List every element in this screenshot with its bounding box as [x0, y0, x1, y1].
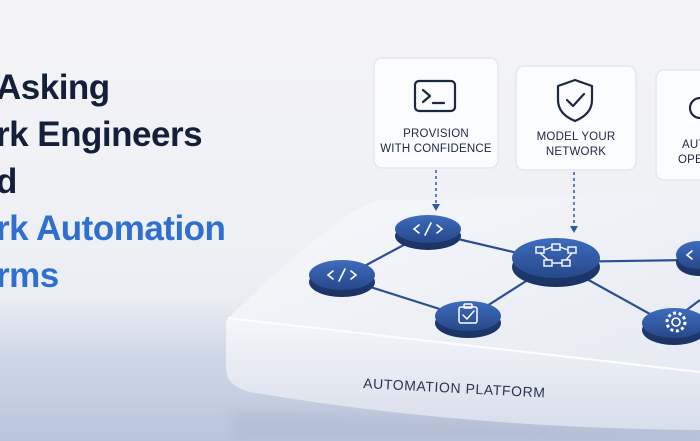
card-provision: PROVISION WITH CONFIDENCE: [373, 57, 499, 169]
node-clipboard: [435, 301, 501, 338]
headline-line-5: rms: [0, 256, 59, 295]
ops-icon: [688, 96, 700, 120]
node-code-left: [309, 260, 375, 297]
shield-check-icon: [556, 78, 594, 123]
headline-line-3: d: [0, 162, 17, 201]
card-provision-line-2: WITH CONFIDENCE: [380, 143, 492, 155]
headline-line-2: rk Engineers: [0, 115, 203, 154]
headline-line-1: Asking: [0, 68, 110, 107]
card-operate-line-2: OPE: [678, 154, 700, 166]
headline: Asking rk Engineers d rk Automation rms: [0, 64, 226, 299]
card-operate: AUT OPE: [655, 69, 700, 181]
arrow-head: [570, 226, 578, 233]
terminal-icon: [413, 79, 457, 113]
card-operate-line-1: AUT: [682, 139, 700, 151]
headline-line-4: rk Automation: [0, 209, 226, 248]
node-code-right: [676, 241, 700, 276]
platform-top: [228, 196, 700, 372]
gear-icon: [665, 311, 687, 333]
code-icon: [685, 250, 693, 260]
node-gear: [642, 308, 700, 345]
clipboard-check-icon: [458, 303, 478, 324]
network-diagram-icon: [535, 243, 577, 267]
card-model-line-2: NETWORK: [546, 146, 606, 158]
automation-platform: AUTOMATION PLATFORM: [226, 196, 700, 430]
card-provision-line-1: PROVISION: [403, 128, 469, 140]
node-hub: [512, 238, 600, 287]
card-model-line-1: MODEL YOUR: [537, 131, 616, 143]
code-icon: [326, 268, 358, 282]
platform-front: [226, 318, 700, 430]
platform-shadow: [232, 410, 700, 441]
card-model: MODEL YOUR NETWORK: [515, 65, 637, 171]
arrow-head: [432, 204, 440, 211]
node-code-top: [395, 215, 461, 250]
code-icon: [412, 222, 444, 236]
